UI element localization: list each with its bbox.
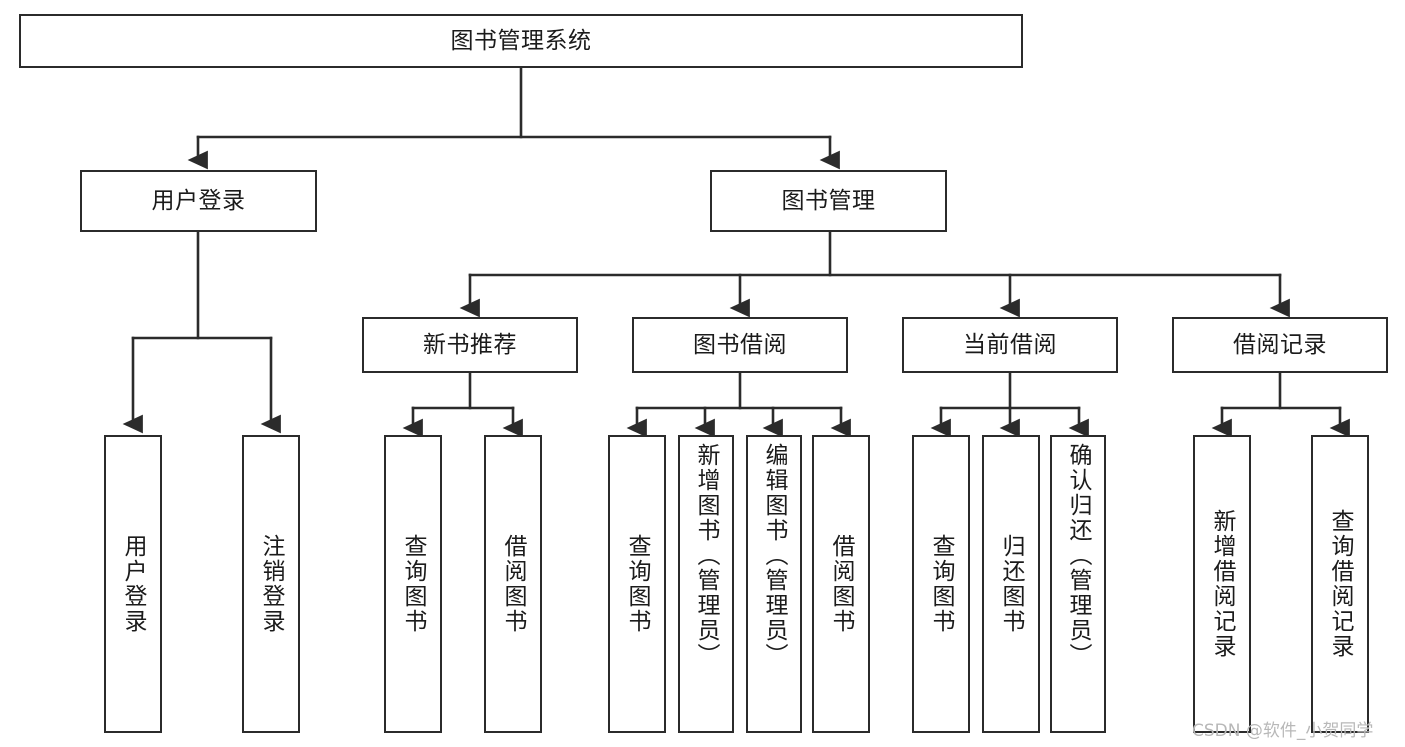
node-label: 用户登录	[151, 187, 246, 214]
leaf-user-login-logout[interactable]: 注销登录	[242, 435, 300, 733]
node-label: 借阅图书	[500, 534, 527, 634]
leaf-user-login-login[interactable]: 用户登录	[104, 435, 162, 733]
leaf-book-borrow-borrow-book[interactable]: 借阅图书	[812, 435, 870, 733]
node-label: 编辑图书（管理员）	[761, 443, 788, 668]
node-label: 注销登录	[258, 534, 285, 634]
node-new-book-recommend[interactable]: 新书推荐	[362, 317, 578, 373]
node-label: 新增图书（管理员）	[693, 443, 720, 668]
node-label: 查询借阅记录	[1327, 509, 1354, 659]
node-root-book-management-system[interactable]: 图书管理系统	[19, 14, 1023, 68]
leaf-book-borrow-add-book-admin[interactable]: 新增图书（管理员）	[678, 435, 734, 733]
csdn-watermark: CSDN @软件_小贺同学	[1192, 721, 1374, 741]
node-label: 新增借阅记录	[1209, 509, 1236, 659]
node-label: 查询图书	[928, 534, 955, 634]
node-label: 图书借阅	[693, 331, 787, 358]
leaf-book-borrow-query-book[interactable]: 查询图书	[608, 435, 666, 733]
node-label: 确认归还（管理员）	[1065, 443, 1092, 668]
node-borrow-record[interactable]: 借阅记录	[1172, 317, 1388, 373]
node-label: 借阅记录	[1233, 331, 1327, 358]
node-book-management[interactable]: 图书管理	[710, 170, 947, 232]
node-label: 当前借阅	[963, 331, 1057, 358]
leaf-borrow-record-query-record[interactable]: 查询借阅记录	[1311, 435, 1369, 733]
node-label: 借阅图书	[828, 534, 855, 634]
node-label: 查询图书	[624, 534, 651, 634]
leaf-current-borrow-query-book[interactable]: 查询图书	[912, 435, 970, 733]
node-label: 图书管理	[781, 187, 876, 214]
leaf-new-book-borrow-book[interactable]: 借阅图书	[484, 435, 542, 733]
node-label: 查询图书	[400, 534, 427, 634]
node-book-borrow[interactable]: 图书借阅	[632, 317, 848, 373]
leaf-borrow-record-add-record[interactable]: 新增借阅记录	[1193, 435, 1251, 733]
node-label: 新书推荐	[423, 331, 517, 358]
node-user-login[interactable]: 用户登录	[80, 170, 317, 232]
node-label: 图书管理系统	[450, 27, 592, 54]
node-label: 归还图书	[998, 534, 1025, 634]
leaf-current-borrow-confirm-return-admin[interactable]: 确认归还（管理员）	[1050, 435, 1106, 733]
leaf-current-borrow-return-book[interactable]: 归还图书	[982, 435, 1040, 733]
leaf-new-book-query-book[interactable]: 查询图书	[384, 435, 442, 733]
leaf-book-borrow-edit-book-admin[interactable]: 编辑图书（管理员）	[746, 435, 802, 733]
node-label: 用户登录	[120, 534, 147, 634]
node-current-borrow[interactable]: 当前借阅	[902, 317, 1118, 373]
